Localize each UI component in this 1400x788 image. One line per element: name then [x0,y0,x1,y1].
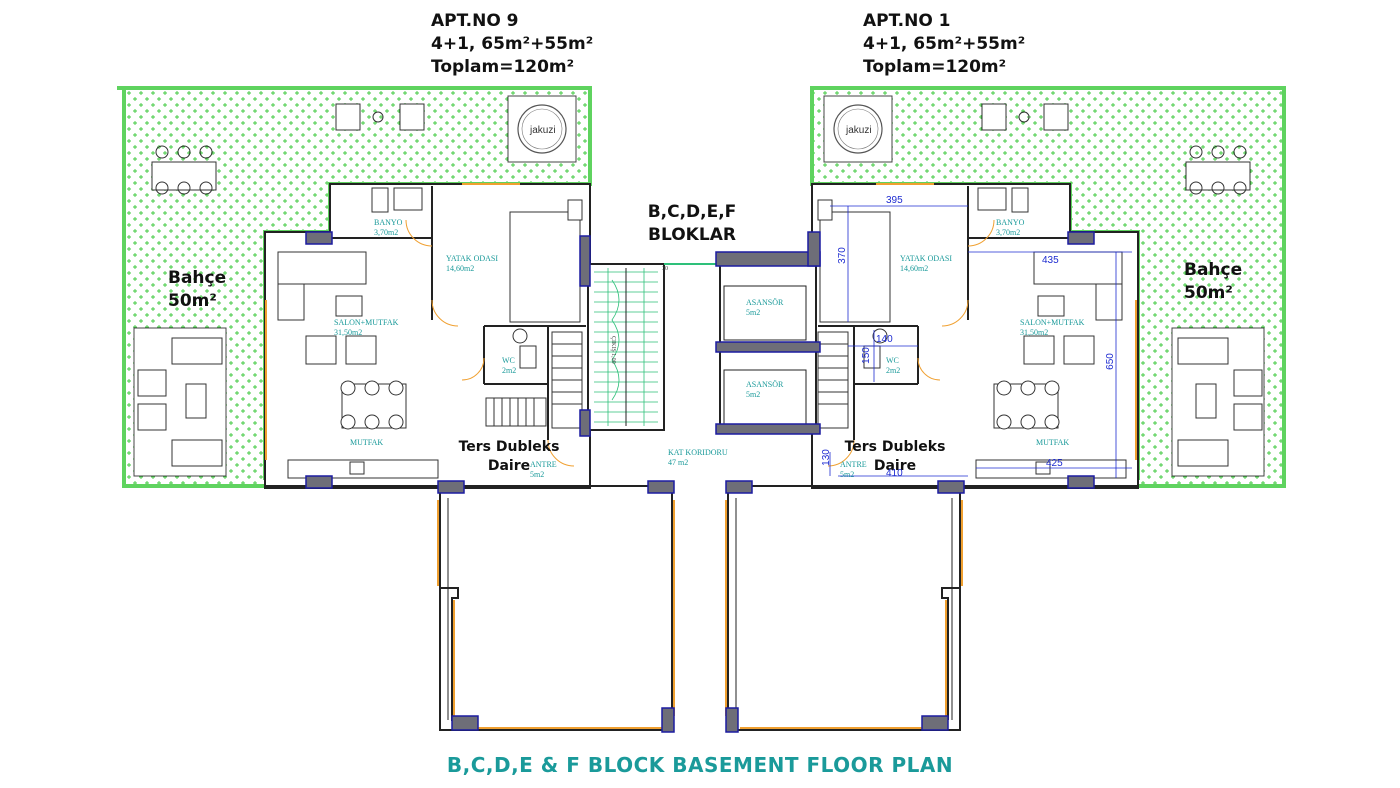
core-elevators [719,261,817,429]
right-living-name: SALON+MUTFAK [1020,318,1085,327]
dimension-370: 370 [836,247,848,264]
left-kitchen-name: MUTFAK [350,438,384,447]
left-bedroom-name: YATAK ODASI [446,254,499,263]
right-living-area: 31,50m2 [1020,328,1049,337]
dimension-395: 395 [886,195,903,206]
left-bathroom-area: 3,70m2 [374,228,399,237]
left-room-bedroom: YATAK ODASI 14,60m2 [446,254,498,274]
jacuzzi-label-left: jakuzi [529,125,556,136]
left-room-entrance: ANTRE 5m2 [530,460,557,480]
right-garden [810,86,1286,488]
right-apartment-type: 4+1, 65m²+55m² [863,34,1026,54]
right-room-bedroom: YATAK ODASI 14,60m2 [900,254,952,274]
left-garden-area: 50m² [168,291,217,311]
right-room-kitchen: MUTFAK [1036,438,1069,448]
left-apartment-type: 4+1, 65m²+55m² [431,34,594,54]
left-wc-area: 2m2 [502,366,517,375]
right-duplex-line1: Ters Dubleks [844,439,946,455]
elevator2-area: 5m2 [746,390,761,399]
left-room-living: SALON+MUTFAK 31,50m2 [334,318,398,338]
right-kitchen-name: MUTFAK [1036,438,1070,447]
right-apartment-header: APT.NO 1 4+1, 65m²+55m² Toplam=120m² [863,10,1025,79]
dimension-435: 435 [1042,255,1059,266]
blocks-label: B,C,D,E,F BLOKLAR [640,201,744,247]
core-elevator-2: ASANSÖR 5m2 [746,380,783,400]
right-bedroom-name: YATAK ODASI [900,254,953,263]
left-room-kitchen: MUTFAK [350,438,383,448]
left-living-area: 31,50m2 [334,328,363,337]
dimension-140: 140 [876,334,893,345]
left-duplex-label: Ters Dubleks Daire [444,438,574,476]
left-wc-name: WC [502,356,515,365]
dimension-lines [829,205,1132,478]
right-room-entrance: ANTRE 5m2 [840,460,867,480]
right-duplex-line2: Daire [873,458,917,474]
jacuzzi-label-right: jakuzi [845,125,872,136]
corridor-area: 47 m2 [668,458,689,467]
core-elevator-1: ASANSÖR 5m2 [746,298,783,318]
jacuzzi-left-icon [517,104,567,154]
right-entrance-name: ANTRE [840,460,867,469]
core-stairwell: 30 ÇIKIŞ 1,00 [587,263,718,431]
dimension-410: 410 [886,468,903,479]
right-apartment-furniture [817,187,1127,479]
right-room-wc: WC 2m2 [886,356,900,376]
right-garden-area: 50m² [1184,283,1233,303]
left-living-name: SALON+MUTFAK [334,318,399,327]
elevator2-name: ASANSÖR [746,380,784,389]
right-wc-name: WC [886,356,899,365]
left-bedroom-area: 14,60m2 [446,264,475,273]
left-garden-name: Bahçe [168,268,227,288]
left-room-bathroom: BANYO 3,70m2 [374,218,402,238]
left-entrance-name: ANTRE [530,460,557,469]
right-wc-area: 2m2 [886,366,901,375]
right-apartment-total: Toplam=120m² [863,57,1007,77]
left-apartment-furniture [277,187,583,479]
core-corridor: KAT KORIDORU 47 m2 [668,448,728,468]
left-entrance-area: 5m2 [530,470,545,479]
right-room-living: SALON+MUTFAK 31,50m2 [1020,318,1084,338]
left-garden-label: Bahçe 50m² [168,267,226,313]
dimension-130: 130 [820,449,832,466]
blocks-line1: B,C,D,E,F [647,202,737,222]
right-garden-label: Bahçe 50m² [1184,259,1242,305]
plan-title: B,C,D,E & F BLOCK BASEMENT FLOOR PLAN [446,753,954,777]
left-apartment-name: APT.NO 9 [431,11,519,31]
right-bathroom-name: BANYO [996,218,1025,227]
right-bedroom-area: 14,60m2 [900,264,929,273]
left-apartment-header: APT.NO 9 4+1, 65m²+55m² Toplam=120m² [431,10,593,79]
blocks-line2: BLOKLAR [648,225,736,245]
right-garden-name: Bahçe [1184,260,1243,280]
right-bathroom-area: 3,70m2 [996,228,1021,237]
dimension-650: 650 [1104,353,1116,370]
left-duplex-line2: Daire [487,458,531,474]
elevator1-area: 5m2 [746,308,761,317]
elevator1-name: ASANSÖR [746,298,784,307]
left-duplex-line1: Ters Dubleks [458,439,560,455]
left-apartment-total: Toplam=120m² [431,57,575,77]
structural-columns [305,231,1095,733]
windows [265,183,1137,729]
right-entrance-area: 5m2 [840,470,855,479]
stair-exit-label: ÇIKIŞ 1,00 [610,336,616,364]
corridor-name: KAT KORIDORU [668,448,728,457]
dimension-150: 150 [860,347,872,364]
stair-mark-30: 30 [662,266,668,272]
left-bathroom-name: BANYO [374,218,403,227]
jacuzzi-right-icon [833,104,883,154]
lower-floor-walls [265,485,1138,731]
left-room-wc: WC 2m2 [502,356,516,376]
right-room-bathroom: BANYO 3,70m2 [996,218,1024,238]
dimension-425: 425 [1046,458,1063,469]
right-apartment-name: APT.NO 1 [863,11,951,31]
right-duplex-label: Ters Dubleks Daire [830,438,960,476]
